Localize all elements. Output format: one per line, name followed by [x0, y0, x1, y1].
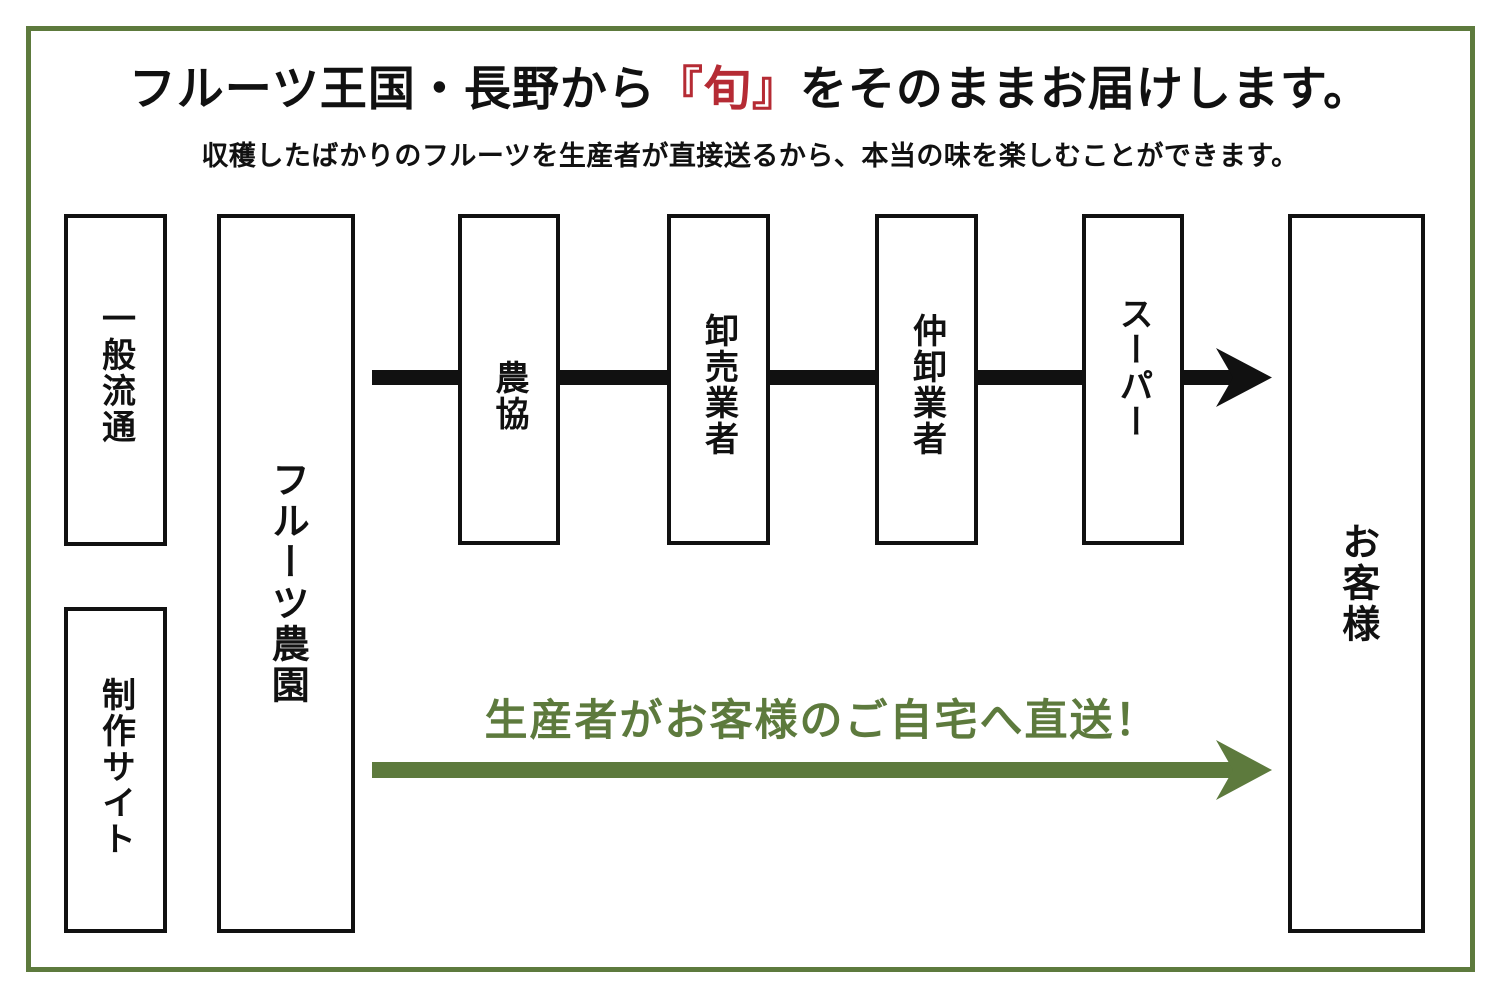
- box-production-site-label: 制作サイト: [96, 677, 135, 857]
- box-fruit-farm[interactable]: フルーツ農園: [217, 214, 355, 933]
- headline-accent-shun: 『旬』: [655, 62, 800, 115]
- outer-green-frame: [26, 26, 1475, 972]
- box-supermarket[interactable]: スーパー: [1082, 214, 1184, 545]
- headline-part-1: フルーツ王国・長野から: [128, 62, 656, 115]
- box-supermarket-label: スーパー: [1114, 295, 1153, 440]
- box-agricultural-coop[interactable]: 農協: [458, 214, 560, 545]
- box-intermediate-wholesaler[interactable]: 仲卸業者: [875, 214, 978, 545]
- box-wholesaler[interactable]: 卸売業者: [667, 214, 770, 545]
- headline-part-2: をそのままお届けします。: [799, 62, 1372, 115]
- box-production-site[interactable]: 制作サイト: [64, 607, 167, 933]
- direct-ship-callout: 生産者がお客様のご自宅へ直送！: [484, 697, 1160, 745]
- box-customer[interactable]: お客様: [1288, 214, 1425, 933]
- box-general-distribution[interactable]: 一般流通: [64, 214, 167, 546]
- box-fruit-farm-label: フルーツ農園: [265, 459, 308, 706]
- page-title: フルーツ王国・長野から『旬』をそのままお届けします。: [0, 50, 1500, 119]
- page-subtitle: 収穫したばかりのフルーツを生産者が直接送るから、本当の味を楽しむことができます。: [201, 141, 1299, 171]
- box-wholesaler-label: 卸売業者: [699, 312, 738, 457]
- box-general-distribution-label: 一般流通: [96, 301, 135, 445]
- box-customer-label: お客様: [1335, 522, 1378, 645]
- box-intermediate-wholesaler-label: 仲卸業者: [907, 312, 946, 457]
- box-agricultural-coop-label: 農協: [490, 359, 529, 432]
